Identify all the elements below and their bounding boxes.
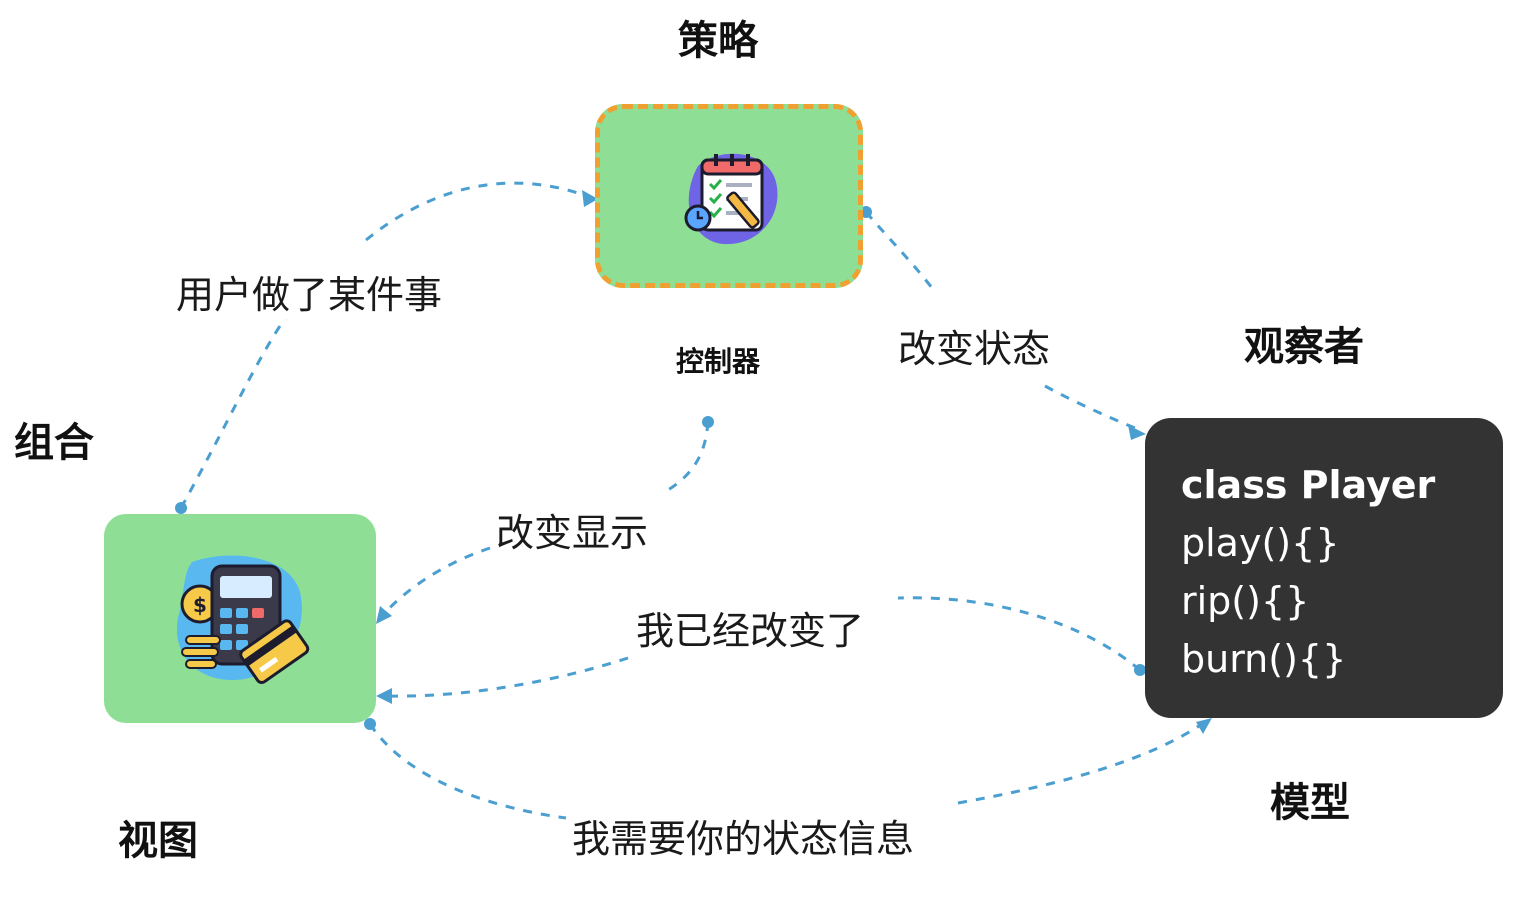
edge-need-state bbox=[368, 720, 1206, 820]
view-label: 视图 bbox=[118, 818, 198, 864]
model-node: class Player play(){} rip(){} burn(){} bbox=[1145, 418, 1503, 718]
edge-change-state-start bbox=[860, 206, 872, 218]
svg-text:$: $ bbox=[193, 593, 207, 617]
edge-change-state-arrow bbox=[1128, 425, 1146, 440]
observer-label: 观察者 bbox=[1244, 324, 1364, 370]
edge-label-user-action: 用户做了某件事 bbox=[176, 264, 443, 319]
edge-label-changed: 我已经改变了 bbox=[636, 600, 865, 655]
edge-change-display bbox=[378, 421, 710, 619]
model-class-name: class Player bbox=[1181, 463, 1436, 507]
model-method-rip: rip(){} bbox=[1181, 579, 1310, 623]
edge-need-state-arrow bbox=[1196, 718, 1212, 734]
edge-need-state-start bbox=[364, 718, 376, 730]
edge-label-change-display: 改变显示 bbox=[496, 502, 649, 557]
edge-change-state bbox=[864, 211, 1141, 432]
edge-label-change-state: 改变状态 bbox=[898, 318, 1051, 373]
edge-user-action-start bbox=[175, 502, 187, 514]
edge-changed-arrow bbox=[376, 688, 392, 704]
edge-changed bbox=[382, 596, 1141, 698]
model-label: 模型 bbox=[1270, 780, 1350, 826]
model-method-play: play(){} bbox=[1181, 521, 1340, 565]
calculator-credit-card-icon: $ bbox=[172, 552, 312, 688]
model-method-burn: burn(){} bbox=[1181, 637, 1347, 681]
checklist-clipboard-icon bbox=[680, 146, 780, 250]
edge-changed-start bbox=[1134, 664, 1146, 676]
strategy-label: 策略 bbox=[678, 18, 758, 64]
edge-user-action bbox=[179, 181, 593, 509]
composite-label: 组合 bbox=[14, 420, 94, 466]
edge-user-action-arrow bbox=[582, 190, 598, 207]
edge-change-display-start bbox=[702, 416, 714, 428]
edge-label-need-state: 我需要你的状态信息 bbox=[572, 808, 915, 863]
edge-change-display-arrow bbox=[376, 606, 392, 624]
controller-label: 控制器 bbox=[676, 345, 761, 378]
